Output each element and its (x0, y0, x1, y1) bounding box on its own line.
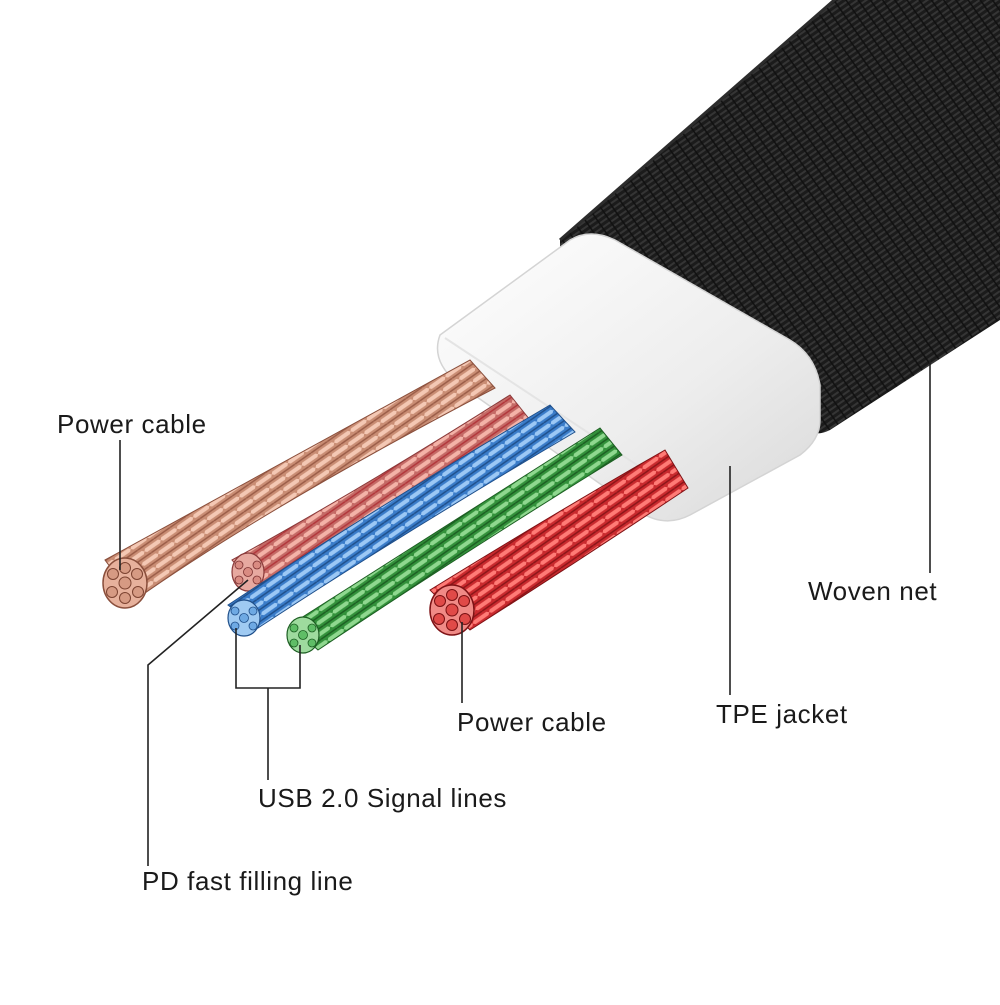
label-woven-net: Woven net (808, 576, 938, 606)
label-power-cable-left: Power cable (57, 409, 207, 439)
wire-power-copper (102, 359, 496, 609)
label-tpe-jacket: TPE jacket (716, 699, 848, 729)
wire-usb-signal-blue (227, 404, 576, 637)
wire-power-red (429, 449, 689, 636)
wire-usb-signal-green (286, 427, 623, 654)
label-usb-signal-lines: USB 2.0 Signal lines (258, 783, 508, 813)
label-pd-fast-filling-line: PD fast filling line (142, 866, 354, 896)
label-power-cable-right: Power cable (457, 707, 607, 737)
leader-lines (119, 360, 931, 866)
leader-pd (147, 579, 249, 866)
